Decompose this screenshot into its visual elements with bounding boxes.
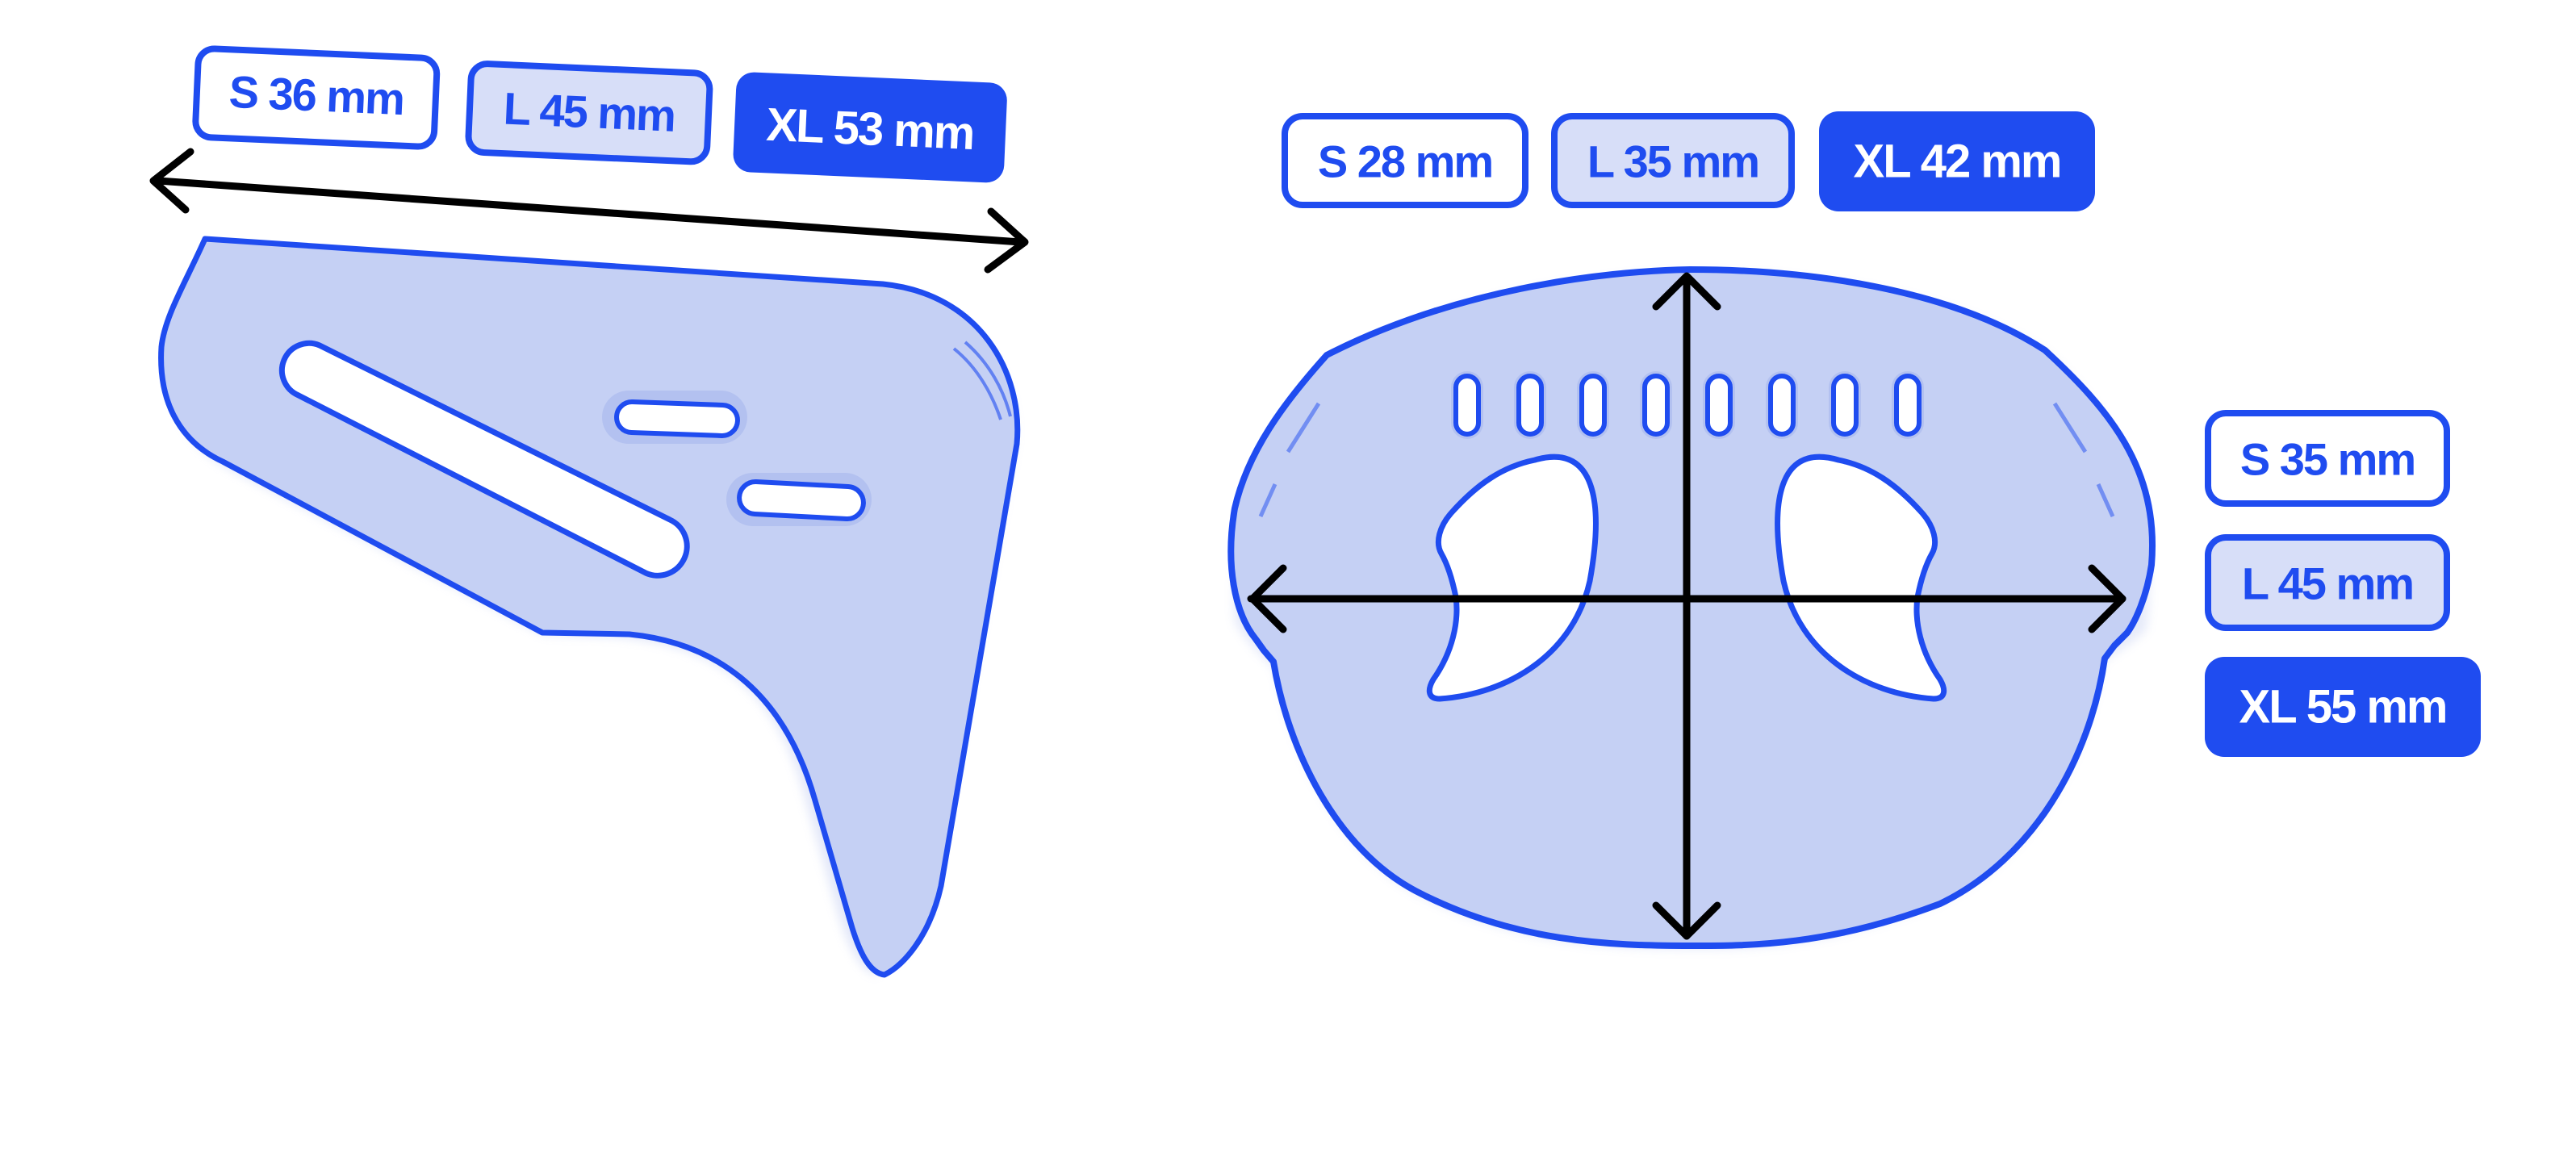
right-vertical-size-labels: S 35 mm L 45 mm XL 55 mm	[2205, 410, 2481, 757]
right-horizontal-arrow	[1247, 564, 2126, 633]
left-edge-detail	[952, 341, 1012, 420]
vent-slot	[1642, 374, 1670, 437]
size-label-l-left-text: L 45 mm	[503, 83, 676, 141]
vent-slot	[1831, 374, 1859, 437]
right-horizontal-size-labels: S 28 mm L 35 mm XL 42 mm	[1282, 111, 2095, 211]
right-left-cutout	[1426, 454, 1599, 702]
left-small-slot-upper	[614, 399, 740, 438]
right-part-body	[1227, 266, 2156, 950]
size-label-xl-right-side: XL 55 mm	[2205, 657, 2481, 757]
right-part	[1227, 266, 2156, 950]
vent-slots	[1451, 371, 1924, 439]
size-label-xl-right-top: XL 42 mm	[1819, 111, 2095, 211]
size-label-s-left: S 36 mm	[192, 45, 441, 150]
right-side-detail-right	[2052, 402, 2115, 518]
size-label-s-left-text: S 36 mm	[228, 66, 404, 124]
left-size-labels: S 36 mm L 45 mm XL 53 mm	[192, 45, 1007, 183]
size-label-xl-right-top-text: XL 42 mm	[1854, 136, 2061, 188]
size-label-xl-left: XL 53 mm	[733, 72, 1007, 183]
vent-slot	[1579, 374, 1607, 437]
size-label-l-right-top-text: L 35 mm	[1587, 136, 1758, 187]
vent-slot	[1894, 374, 1922, 437]
vent-slot	[1768, 374, 1796, 437]
left-width-arrow	[149, 148, 1029, 274]
size-label-l-right-top: L 35 mm	[1551, 113, 1795, 208]
vent-slot	[1453, 374, 1481, 437]
size-label-l-left: L 45 mm	[465, 61, 713, 165]
right-side-detail-left	[1258, 402, 1321, 518]
size-label-s-right-side: S 35 mm	[2205, 410, 2450, 507]
right-vertical-arrow	[1652, 272, 1721, 940]
size-label-xl-left-text: XL 53 mm	[765, 98, 975, 160]
size-label-xl-right-side-text: XL 55 mm	[2239, 681, 2447, 734]
right-right-cutout	[1775, 454, 1947, 702]
left-small-slot-lower	[737, 479, 866, 521]
vent-slot	[1516, 374, 1544, 437]
left-long-slot	[278, 340, 690, 579]
size-label-s-right-top-text: S 28 mm	[1318, 136, 1492, 187]
size-label-s-right-top: S 28 mm	[1282, 113, 1528, 208]
vent-slot	[1705, 374, 1733, 437]
left-part	[149, 148, 1029, 978]
size-label-l-right-side-text: L 45 mm	[2242, 558, 2413, 609]
size-label-s-right-side-text: S 35 mm	[2240, 434, 2415, 485]
size-label-l-right-side: L 45 mm	[2205, 534, 2450, 631]
